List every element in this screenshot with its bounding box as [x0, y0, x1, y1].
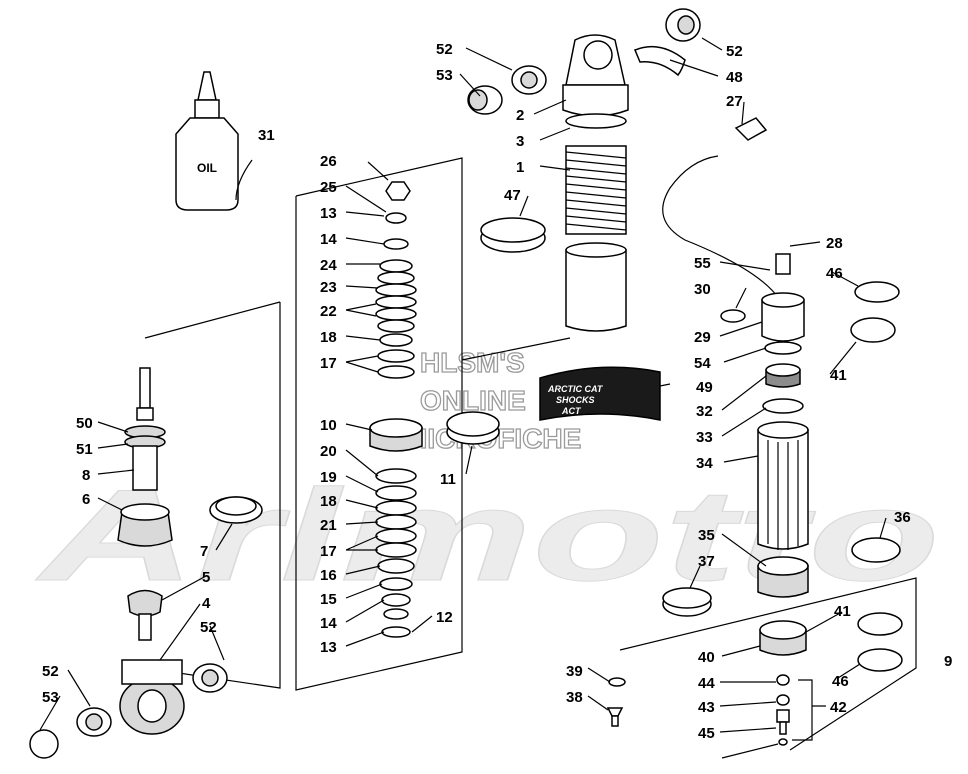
callout-54: 54: [694, 355, 711, 372]
callout-18: 18: [320, 329, 337, 346]
callout-15: 15: [320, 591, 337, 608]
callout-39: 39: [566, 663, 583, 680]
callout-32: 32: [696, 403, 713, 420]
callout-37: 37: [698, 553, 715, 570]
callout-46: 46: [826, 265, 843, 282]
callout-41: 41: [830, 367, 847, 384]
callout-1: 1: [516, 159, 524, 176]
callout-52: 52: [42, 663, 59, 680]
callout-29: 29: [694, 329, 711, 346]
piston: [369, 418, 423, 452]
callout-10: 10: [320, 417, 337, 434]
callout-44: 44: [698, 675, 715, 692]
callout-22: 22: [320, 303, 337, 320]
callout-52: 52: [200, 619, 217, 636]
callout-53: 53: [42, 689, 59, 706]
callout-28: 28: [826, 235, 843, 252]
valve-stack-lower: [375, 468, 417, 638]
callout-numbers: 52 53 52 48 2 27 3 1 31 26 25 13 14 24 2…: [42, 41, 952, 742]
leader-lines: [39, 37, 887, 759]
callout-11: 11: [440, 471, 456, 488]
callout-13: 13: [320, 639, 337, 656]
shaft-assembly: [29, 367, 263, 759]
callout-17: 17: [320, 543, 337, 560]
callout-9: 9: [944, 653, 952, 670]
callout-50: 50: [76, 415, 93, 432]
callout-12: 12: [436, 609, 453, 626]
callout-8: 8: [82, 467, 90, 484]
callout-31: 31: [258, 127, 275, 144]
callout-14: 14: [320, 231, 337, 248]
callout-4: 4: [202, 595, 211, 612]
callout-53: 53: [436, 67, 453, 84]
watermark-line-1: HLSM'S: [420, 347, 525, 378]
decal-line-1: ARCTIC CAT: [547, 384, 604, 394]
callout-48: 48: [726, 69, 743, 86]
callout-40: 40: [698, 649, 715, 666]
arctic-cat-decal: ARCTIC CAT SHOCKS ACT: [539, 366, 661, 421]
shock-head-assembly: [467, 8, 768, 141]
callout-5: 5: [202, 569, 210, 586]
callout-17: 17: [320, 355, 337, 372]
callout-55: 55: [694, 255, 711, 272]
callout-41: 41: [834, 603, 851, 620]
callout-3: 3: [516, 133, 524, 150]
callout-51: 51: [76, 441, 93, 458]
callout-16: 16: [320, 567, 337, 584]
reservoir-assembly: [606, 155, 903, 746]
callout-23: 23: [320, 279, 337, 296]
spring-collar: [480, 217, 546, 253]
callout-24: 24: [320, 257, 337, 274]
callout-19: 19: [320, 469, 337, 486]
callout-52: 52: [726, 43, 743, 60]
oil-bottle: OIL: [175, 71, 239, 211]
callout-45: 45: [698, 725, 715, 742]
callout-38: 38: [566, 689, 583, 706]
callout-35: 35: [698, 527, 715, 544]
callout-46: 46: [832, 673, 849, 690]
callout-7: 7: [200, 543, 208, 560]
callout-34: 34: [696, 455, 713, 472]
callout-2: 2: [516, 107, 524, 124]
callout-36: 36: [894, 509, 911, 526]
callout-6: 6: [82, 491, 90, 508]
oil-bottle-label: OIL: [197, 161, 217, 175]
callout-25: 25: [320, 179, 337, 196]
callout-18: 18: [320, 493, 337, 510]
callout-14: 14: [320, 615, 337, 632]
callout-33: 33: [696, 429, 713, 446]
callout-27: 27: [726, 93, 743, 110]
spring-1: [565, 145, 627, 332]
callout-43: 43: [698, 699, 715, 716]
callout-26: 26: [320, 153, 337, 170]
decal-logo: ACT: [561, 406, 582, 416]
callout-20: 20: [320, 443, 337, 460]
assembly-frame-lines: [144, 157, 917, 751]
callout-49: 49: [696, 379, 713, 396]
callout-21: 21: [320, 517, 337, 534]
piston-ring: [446, 411, 500, 445]
valve-stack-upper: [375, 181, 417, 379]
callout-13: 13: [320, 205, 337, 222]
callout-30: 30: [694, 281, 711, 298]
callout-47: 47: [504, 187, 521, 204]
callout-52: 52: [436, 41, 453, 58]
callout-42: 42: [830, 699, 847, 716]
decal-line-2: SHOCKS: [556, 395, 595, 405]
